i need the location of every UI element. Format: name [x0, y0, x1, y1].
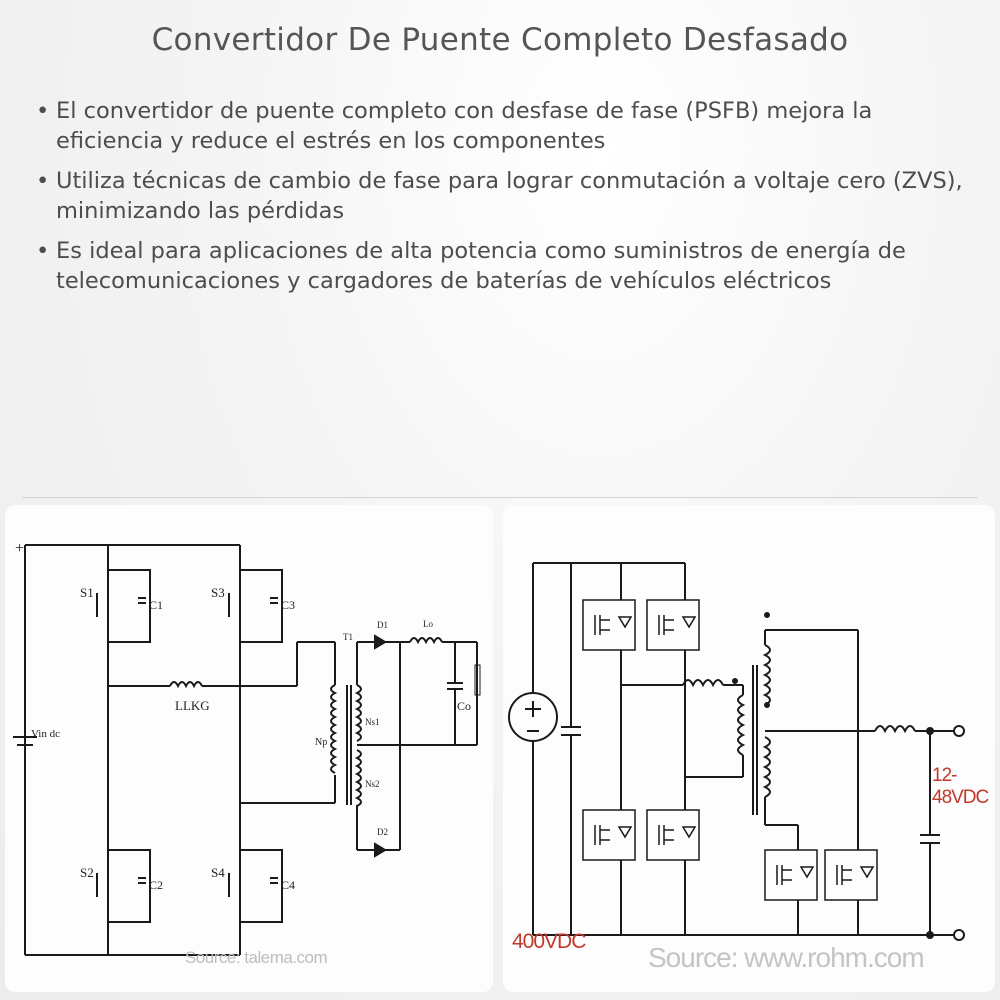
input-voltage-label: 400VDC [512, 930, 586, 953]
bullet-item: Es ideal para aplicaciones de alta poten… [30, 236, 965, 296]
s3-label: S3 [211, 585, 225, 600]
circuit-diagram-rohm [503, 505, 995, 992]
np-label: Np [315, 737, 327, 748]
c1-label: C1 [149, 598, 163, 612]
bullet-item: Utiliza técnicas de cambio de fase para … [30, 166, 965, 226]
page-title: Convertidor De Puente Completo Desfasado [151, 22, 849, 58]
t1-label: T1 [343, 632, 353, 642]
ns2-label: Ns2 [365, 779, 380, 789]
circuit-diagram-talema: + Vin dc S1 C1 S2 C2 S3 C3 S4 C4 [5, 505, 493, 992]
output-voltage-label: 12-48VDC [932, 765, 989, 808]
d1-label: D1 [377, 620, 388, 630]
s2-label: S2 [80, 865, 94, 880]
s4-label: S4 [211, 865, 225, 880]
llkg-label: LLKG [175, 698, 210, 713]
c3-label: C3 [281, 598, 295, 612]
d2-label: D2 [377, 827, 388, 837]
source-caption-left: Source: talema.com [185, 948, 328, 967]
co-label: Co [457, 699, 471, 713]
lo-label: Lo [423, 619, 433, 629]
bullet-item: El convertidor de puente completo con de… [30, 96, 965, 156]
c2-label: C2 [149, 878, 163, 892]
source-caption-right: Source: www.rohm.com [648, 942, 925, 973]
plus-label: + [15, 540, 24, 557]
section-divider [22, 497, 978, 498]
vin-label: Vin dc [31, 728, 60, 740]
c4-label: C4 [281, 878, 295, 892]
bullet-list: El convertidor de puente completo con de… [30, 96, 965, 306]
circuit-schematic-left: + Vin dc S1 C1 S2 C2 S3 C3 S4 C4 [13, 540, 481, 956]
ns1-label: Ns1 [365, 717, 380, 727]
circuit-schematic-right [508, 562, 965, 941]
s1-label: S1 [80, 585, 94, 600]
